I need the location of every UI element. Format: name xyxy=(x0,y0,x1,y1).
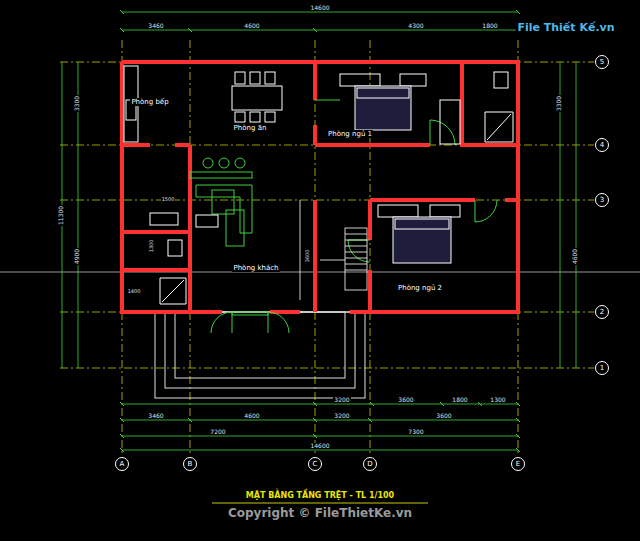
dimension: 3460 xyxy=(147,23,164,30)
dimension: 4300 xyxy=(407,23,424,30)
axis-label: 4 xyxy=(600,142,604,149)
dimension: 1800 xyxy=(481,23,498,30)
dimension: 4600 xyxy=(243,413,260,420)
dimension: 3200 xyxy=(333,397,350,404)
dimension: 1400 xyxy=(127,289,142,295)
dimension: 14600 xyxy=(309,5,330,12)
dimension: 11300 xyxy=(59,204,66,225)
axis-bubble: 4 xyxy=(595,138,609,152)
axis-label: 1 xyxy=(600,365,604,372)
axis-bubble: C xyxy=(308,457,322,471)
room-name: Phòng khách xyxy=(232,264,279,272)
dimension: 1300 xyxy=(489,397,506,404)
dimension: 7200 xyxy=(209,429,226,436)
axis-bubble: 2 xyxy=(595,305,609,319)
axis-label: 3 xyxy=(600,197,604,204)
dimension: 14600 xyxy=(309,443,330,450)
dimension: 4600 xyxy=(573,247,580,264)
dimension: 3300 xyxy=(557,94,564,111)
dimension: 1500 xyxy=(161,197,176,203)
dimension: 3600 xyxy=(397,397,414,404)
dimension: 3600 xyxy=(435,413,452,420)
watermark: Copyright © FileThietKe.vn xyxy=(227,507,413,521)
axis-bubble: D xyxy=(363,457,377,471)
axis-label: C xyxy=(313,461,318,468)
room-name: Phòng ngủ 1 xyxy=(327,130,373,138)
dimension: 3300 xyxy=(75,94,82,111)
axis-bubble: B xyxy=(183,457,197,471)
axis-label: 2 xyxy=(600,309,604,316)
dimension: 4600 xyxy=(243,23,260,30)
axis-bubble: A xyxy=(115,457,129,471)
drawing-caption: MẶT BẰNG TẦNG TRỆT - TL 1/100 xyxy=(245,491,395,500)
axis-label: 5 xyxy=(600,59,604,66)
axis-bubble: 1 xyxy=(595,361,609,375)
axis-label: D xyxy=(367,461,372,468)
axis-label: B xyxy=(188,461,193,468)
dimension: 3200 xyxy=(333,413,350,420)
axis-bubble: E xyxy=(511,457,525,471)
dimension: 3460 xyxy=(147,413,164,420)
room-name: Phòng bếp xyxy=(130,98,169,106)
room-name: Phòng ngủ 2 xyxy=(397,284,443,292)
dimension: 1800 xyxy=(451,397,468,404)
dimension: 4900 xyxy=(75,247,82,264)
dimension: 3600 xyxy=(305,249,311,264)
axis-label: E xyxy=(516,461,520,468)
dimension: 1300 xyxy=(149,239,155,254)
axis-bubble: 5 xyxy=(595,55,609,69)
axis-label: A xyxy=(120,461,125,468)
watermark-logo: File Thiết Kế.vn xyxy=(516,22,615,35)
room-name: Phòng ăn xyxy=(233,124,268,132)
axis-bubble: 3 xyxy=(595,193,609,207)
dimension: 7300 xyxy=(407,429,424,436)
